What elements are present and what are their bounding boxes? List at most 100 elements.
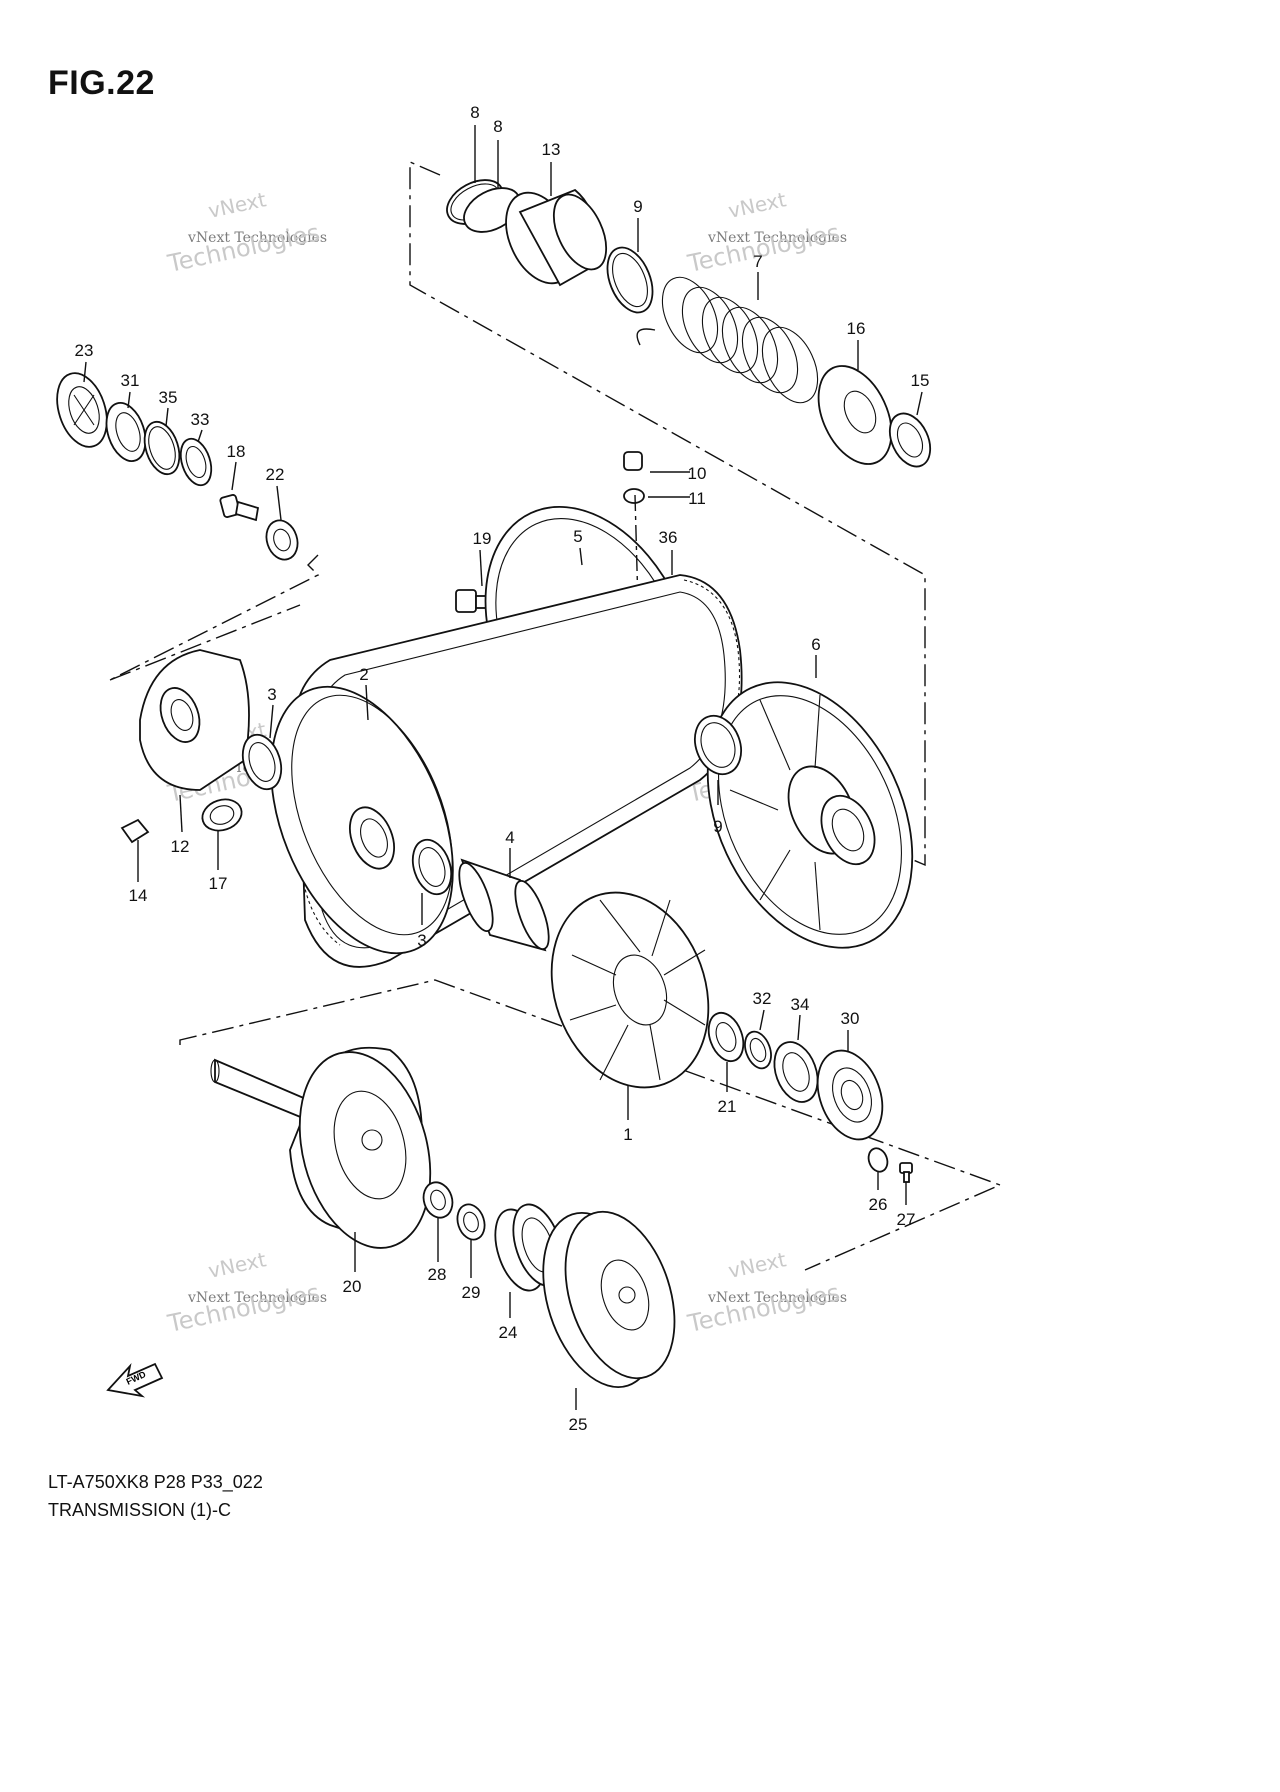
clutch-housing-20 xyxy=(210,1046,432,1249)
watermark-bottom-left: vNext vNext Technologies Technologies xyxy=(164,1247,327,1338)
bush-17 xyxy=(201,798,243,832)
part-number-label: 14 xyxy=(129,886,148,905)
oil-seal-23 xyxy=(56,372,108,448)
part-number-label: 7 xyxy=(753,252,762,271)
watermark-text-c: Technologies xyxy=(164,1278,322,1338)
drive-face-2 xyxy=(270,685,454,955)
part-number-label: 3 xyxy=(267,685,276,704)
circlip-35 xyxy=(143,420,181,476)
part-number-label: 11 xyxy=(688,489,706,508)
bearing-31 xyxy=(105,402,147,462)
nut-28 xyxy=(422,1181,454,1219)
watermark-text-a: vNext xyxy=(726,187,788,223)
oil-seal-34 xyxy=(773,1041,819,1103)
part-number-label: 15 xyxy=(911,371,930,390)
part-number-label: 20 xyxy=(343,1277,362,1296)
part-number-label: 19 xyxy=(473,529,492,548)
o-ring-9-upper xyxy=(606,246,654,314)
spacer-4 xyxy=(458,858,550,952)
part-number-label: 32 xyxy=(753,989,772,1008)
model-caption: LT-A750XK8 P28 P33_022 xyxy=(48,1472,263,1492)
watermark-top-left: vNext vNext Technologies Technologies xyxy=(164,187,327,278)
bracket-upper-left xyxy=(109,554,320,681)
bracket-clutch-group xyxy=(179,979,1002,1271)
cam-plate-16 xyxy=(817,365,893,465)
washer-33 xyxy=(179,437,213,487)
figure-title: FIG.22 xyxy=(48,64,155,102)
washer-3-lower xyxy=(411,838,453,896)
part-number-label: 5 xyxy=(573,527,582,546)
part-number-label: 25 xyxy=(569,1415,588,1434)
washer-29 xyxy=(456,1203,486,1241)
part-number-label: 36 xyxy=(659,528,678,547)
part-number-label: 18 xyxy=(227,442,246,461)
part-number-label: 17 xyxy=(209,874,228,893)
watermark-text-b: vNext Technologies xyxy=(707,1290,847,1306)
watermark-text-c: Technologies xyxy=(684,1278,842,1338)
part-number-label: 9 xyxy=(633,197,642,216)
watermark-text-c: Technologies xyxy=(684,218,842,278)
part-number-label: 6 xyxy=(811,635,820,654)
section-caption: TRANSMISSION (1)-C xyxy=(48,1500,232,1520)
part-number-label: 29 xyxy=(462,1283,481,1302)
nut-15 xyxy=(888,412,932,468)
part-number-label: 13 xyxy=(542,140,561,159)
slide-piece-14 xyxy=(120,818,150,844)
o-ring-9-right xyxy=(694,714,742,776)
part-number-label: 33 xyxy=(191,410,210,429)
leader-lines xyxy=(83,125,923,1410)
part-number-label: 8 xyxy=(493,117,502,136)
part-number-label: 26 xyxy=(869,1195,888,1214)
washer-3-upper xyxy=(241,733,283,791)
screw-27 xyxy=(899,1162,913,1183)
part-number-label: 34 xyxy=(791,995,810,1014)
part-number-label: 16 xyxy=(847,319,866,338)
group-brackets xyxy=(109,160,1002,1271)
part-number-label: 27 xyxy=(897,1210,916,1229)
watermark-text-b: vNext Technologies xyxy=(707,230,847,246)
part-number-label: 9 xyxy=(713,817,722,836)
bracket-driven-pulley-group xyxy=(409,160,926,867)
part-number-label: 22 xyxy=(266,465,285,484)
watermark-text-b: vNext Technologies xyxy=(187,1290,327,1306)
washer-11 xyxy=(623,488,645,504)
part-number-label: 1 xyxy=(623,1125,632,1144)
pin-10 xyxy=(623,451,643,471)
drive-plate-12 xyxy=(139,649,250,791)
collar-21 xyxy=(707,1011,745,1063)
watermark-text-a: vNext xyxy=(726,1247,788,1283)
part-number-label: 35 xyxy=(159,388,178,407)
collar-13 xyxy=(505,188,608,287)
part-number-label: 4 xyxy=(505,828,514,847)
part-number-label: 8 xyxy=(470,103,479,122)
part-number-label: 23 xyxy=(75,341,94,360)
part-number-label: 3 xyxy=(417,931,426,950)
washer-26 xyxy=(867,1147,889,1173)
watermark-text-b: vNext Technologies xyxy=(187,230,327,246)
bracket-drive-face xyxy=(109,604,301,681)
spring-7 xyxy=(636,276,819,404)
collar-22 xyxy=(265,519,299,561)
clutch-shoe-25 xyxy=(542,1210,676,1388)
bolt-18 xyxy=(219,494,260,522)
part-number-label: 10 xyxy=(688,464,707,483)
part-number-label: 24 xyxy=(499,1323,518,1342)
part-number-label: 28 xyxy=(428,1265,447,1284)
watermark-top-right: vNext vNext Technologies Technologies xyxy=(684,187,847,278)
movable-drive-face-1 xyxy=(550,891,710,1089)
forward-arrow-icon: FWD xyxy=(106,1362,164,1398)
part-number-label: 21 xyxy=(718,1097,737,1116)
driven-pulley-6 xyxy=(706,681,914,949)
watermark-bottom-right: vNext vNext Technologies Technologies xyxy=(684,1247,847,1338)
washer-32 xyxy=(744,1030,772,1070)
bearing-30 xyxy=(816,1049,884,1141)
watermark-text-a: vNext xyxy=(206,1247,268,1283)
part-number-label: 31 xyxy=(121,371,140,390)
watermark-text-a: vNext xyxy=(206,187,268,223)
part-number-label: 30 xyxy=(841,1009,860,1028)
part-number-label: 12 xyxy=(171,837,190,856)
watermark-text-c: Technologies xyxy=(164,218,322,278)
part-number-label: 2 xyxy=(359,665,368,684)
